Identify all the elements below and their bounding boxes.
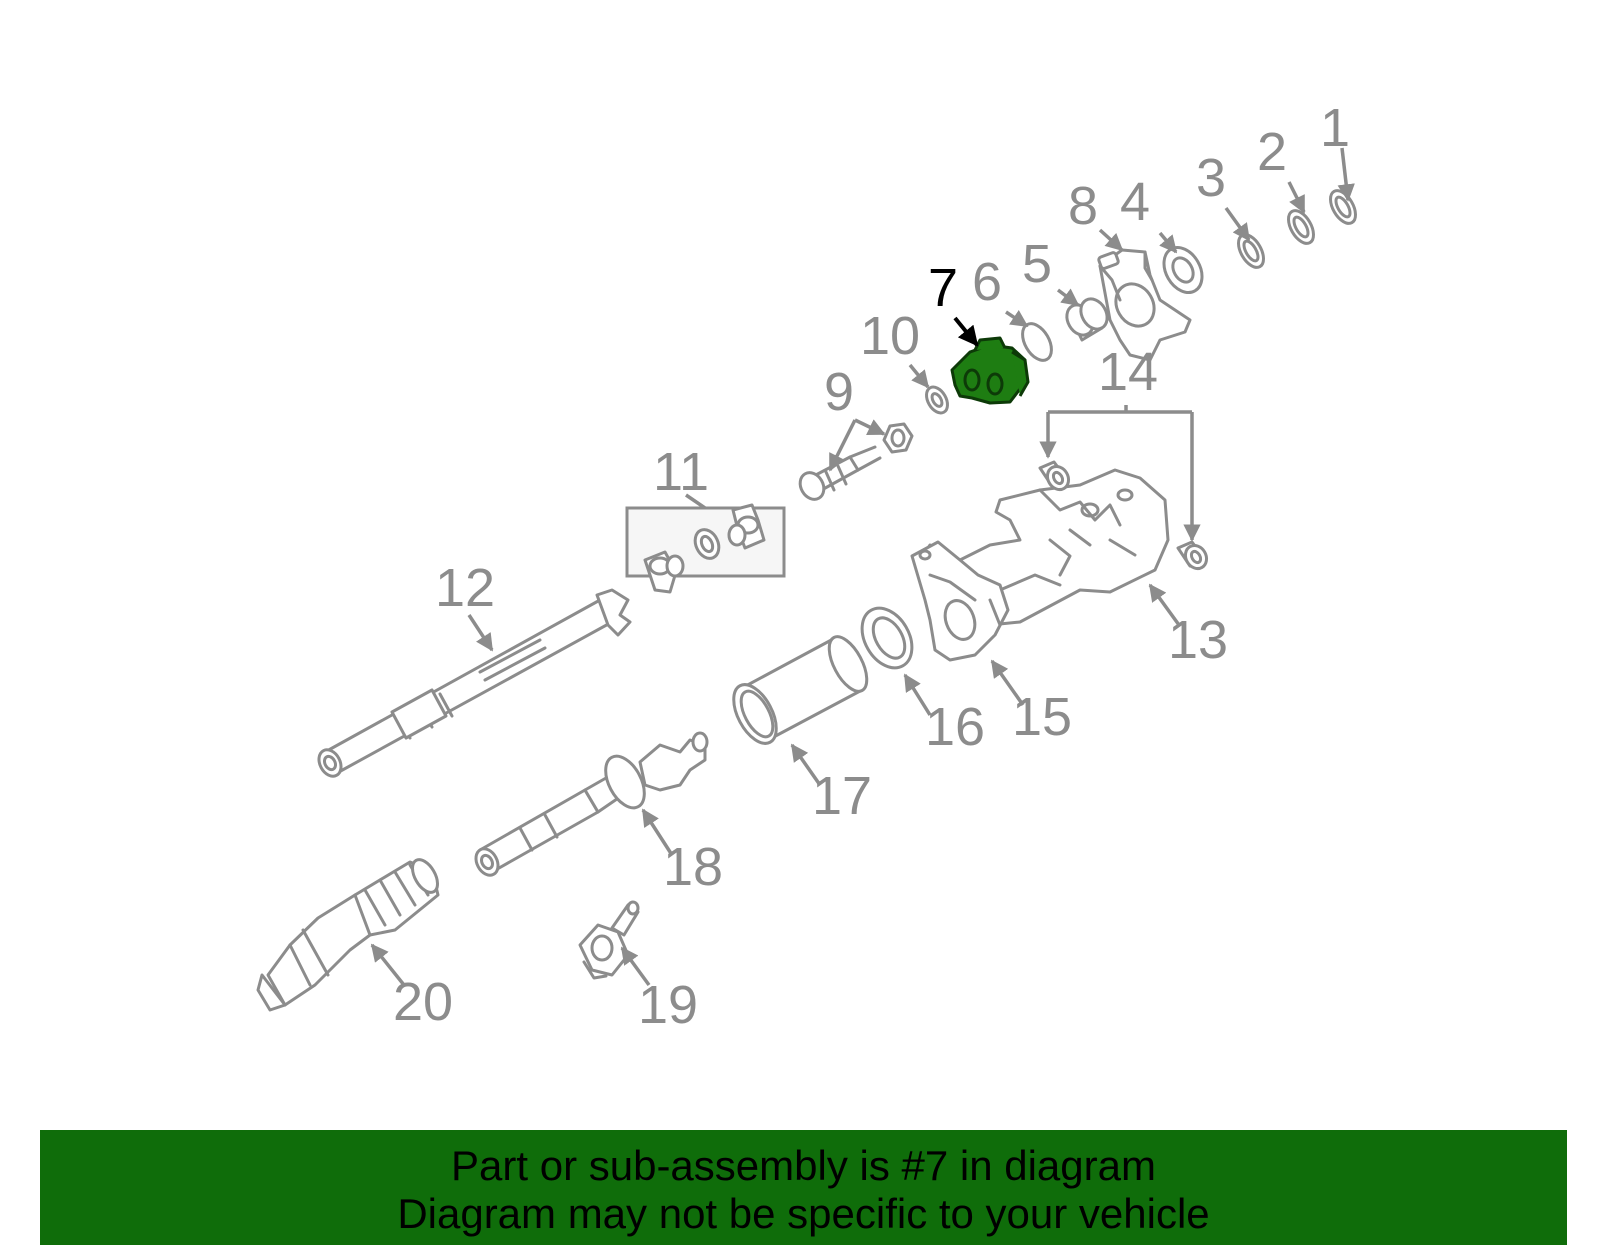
part-17-cylinder[interactable] xyxy=(725,631,874,750)
callout-20[interactable]: 20 xyxy=(393,972,453,1032)
banner-part-note: Part or sub-assembly is #7 in diagram xyxy=(451,1142,1156,1189)
callout-4[interactable]: 4 xyxy=(1120,172,1150,232)
part-9-nut-and-bolt[interactable] xyxy=(795,422,914,504)
callout-16[interactable]: 16 xyxy=(925,697,985,757)
callout-10[interactable]: 10 xyxy=(860,306,920,366)
part-10-washer[interactable] xyxy=(922,383,952,416)
part-4-bearing[interactable] xyxy=(1156,241,1209,300)
part-5-bushing[interactable] xyxy=(1062,294,1113,342)
part-8-bracket[interactable] xyxy=(1097,248,1192,362)
part-3-washer[interactable] xyxy=(1233,230,1268,271)
part-16-seal[interactable] xyxy=(852,599,922,676)
part-7-highlighted[interactable] xyxy=(950,336,1030,405)
callout-18[interactable]: 18 xyxy=(663,837,723,897)
part-20-coupling[interactable] xyxy=(256,855,443,1012)
callout-5[interactable]: 5 xyxy=(1022,234,1052,294)
leader-lines xyxy=(370,147,1355,987)
part-18-lower-shaft[interactable] xyxy=(472,731,709,879)
callout-labels: 1 2 3 4 5 6 7 8 9 10 11 12 13 14 15 16 1… xyxy=(393,98,1350,1035)
callout-11[interactable]: 11 xyxy=(653,442,709,502)
callout-17[interactable]: 17 xyxy=(812,766,872,826)
part-14-bolt-a[interactable] xyxy=(1038,460,1073,493)
parts-diagram: 1 2 3 4 5 6 7 8 9 10 11 12 13 14 15 16 1… xyxy=(256,98,1360,1035)
callout-19[interactable]: 19 xyxy=(638,975,698,1035)
info-banner: Part or sub-assembly is #7 in diagram Di… xyxy=(40,1130,1567,1245)
part-2-washer[interactable] xyxy=(1283,206,1318,247)
callout-13[interactable]: 13 xyxy=(1168,610,1228,670)
callout-9[interactable]: 9 xyxy=(824,362,854,422)
callout-15[interactable]: 15 xyxy=(1012,687,1072,747)
callout-6[interactable]: 6 xyxy=(972,252,1002,312)
callout-7[interactable]: 7 xyxy=(928,258,958,318)
callout-3[interactable]: 3 xyxy=(1196,148,1226,208)
part-19-sensor[interactable] xyxy=(578,900,640,980)
part-1-snap-ring[interactable] xyxy=(1325,186,1360,227)
part-14-bolt-b[interactable] xyxy=(1176,540,1211,573)
part-12-steering-shaft[interactable] xyxy=(315,588,632,780)
callout-1[interactable]: 1 xyxy=(1320,98,1350,158)
banner-disclaimer: Diagram may not be specific to your vehi… xyxy=(397,1190,1210,1237)
callout-14[interactable]: 14 xyxy=(1098,342,1158,402)
callout-12[interactable]: 12 xyxy=(435,558,495,618)
part-15-lower-bracket[interactable] xyxy=(910,540,1010,662)
callout-2[interactable]: 2 xyxy=(1257,122,1287,182)
callout-8[interactable]: 8 xyxy=(1068,176,1098,236)
part-11-u-joint-kit[interactable] xyxy=(625,503,786,594)
